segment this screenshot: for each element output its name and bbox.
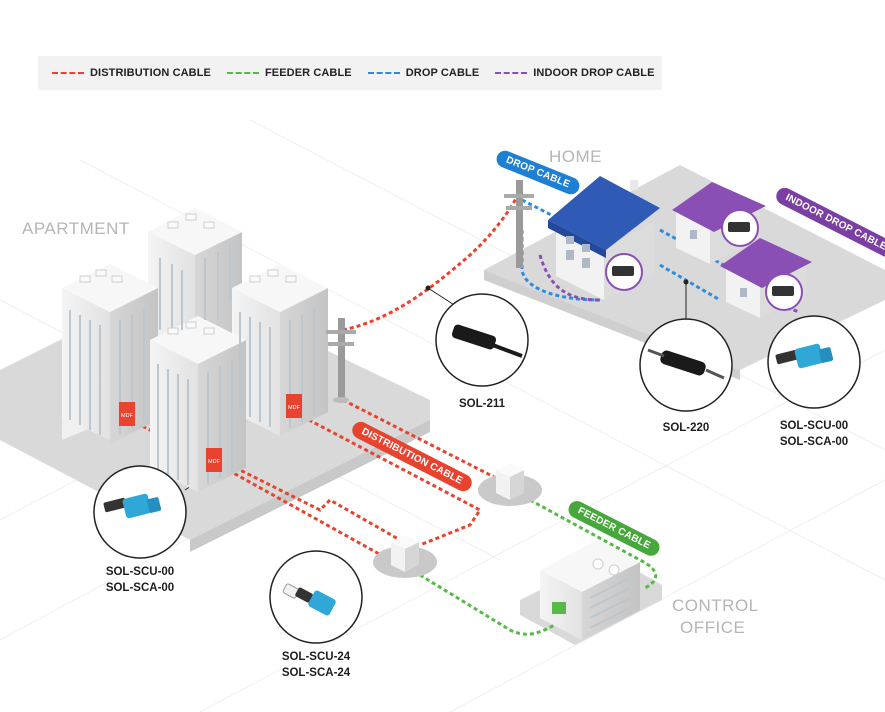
mdf-box-left <box>119 402 135 426</box>
utility-pole-apartment <box>326 318 356 403</box>
distribution-cable-mdf-2 <box>289 408 483 547</box>
legend-item-indoor-drop: INDOOR DROP CABLE <box>495 67 654 79</box>
field-connector-text-1: SOL-SCU-24 <box>281 651 351 663</box>
home-connector-callout <box>767 315 861 409</box>
distribution-cable-pole-to-hub <box>342 398 501 482</box>
product-callouts <box>93 293 861 644</box>
legend-label: INDOOR DROP CABLE <box>533 67 655 79</box>
distribution-hub-2 <box>373 535 437 578</box>
home-connector-text-2: SOL-SCA-00 <box>779 436 849 448</box>
legend-label: FEEDER CABLE <box>264 67 352 79</box>
apartment-connector-text-2: SOL-SCA-00 <box>105 582 175 594</box>
sol-211-label: SOL-211 <box>427 396 537 412</box>
legend-item-distribution: DISTRIBUTION CABLE <box>52 67 211 79</box>
field-connector-callout <box>269 550 363 644</box>
legend-swatch-indoor-drop <box>495 72 528 74</box>
sol-220-text: SOL-220 <box>662 422 710 434</box>
legend-item-feeder: FEEDER CABLE <box>226 67 352 79</box>
distribution-cable-apt-to-hub-1 <box>209 458 391 562</box>
legend-item-drop: DROP CABLE <box>367 67 480 79</box>
legend-swatch-feeder <box>226 72 259 74</box>
apartment-connector-label: SOL-SCU-00 SOL-SCA-00 <box>85 564 195 596</box>
sol-211-callout <box>435 293 529 387</box>
sol-211-text: SOL-211 <box>458 398 506 410</box>
drop-cable-house-to-house-2 <box>659 263 721 302</box>
apartment-connector-callout <box>93 465 187 559</box>
mdf-boxes: MDF MDF MDF <box>119 394 302 472</box>
legend-swatch-drop <box>367 72 400 74</box>
sol-220-callout <box>639 318 733 412</box>
home-connector-text-1: SOL-SCU-00 <box>779 420 849 432</box>
control-office-building <box>540 540 640 640</box>
ont-device-icons <box>605 209 803 311</box>
mdf-box-front <box>206 448 222 472</box>
apartment-area-label: APARTMENT <box>22 219 130 238</box>
svg-text:MDF: MDF <box>288 405 301 411</box>
apartment-connector-text-1: SOL-SCU-00 <box>105 566 175 578</box>
field-connector-text-2: SOL-SCA-24 <box>281 667 351 679</box>
distribution-cable-pole-to-home <box>342 194 520 332</box>
mdf-box-right <box>286 394 302 418</box>
feeder-cables <box>419 498 658 636</box>
sol-220-label: SOL-220 <box>631 420 741 436</box>
cable-legend: DISTRIBUTION CABLE FEEDER CABLE DROP CAB… <box>38 56 662 90</box>
legend-label: DISTRIBUTION CABLE <box>90 67 211 79</box>
indoor-cable-house-1 <box>538 254 601 302</box>
field-connector-label: SOL-SCU-24 SOL-SCA-24 <box>261 649 371 681</box>
home-platform <box>484 165 885 370</box>
distribution-cable-apt-to-hub-2 <box>209 453 401 542</box>
home-connector-label: SOL-SCU-00 SOL-SCA-00 <box>759 418 869 450</box>
svg-text:MDF: MDF <box>121 413 134 419</box>
distribution-hub-1 <box>478 463 542 506</box>
legend-label: DROP CABLE <box>405 67 480 79</box>
utility-pole-home <box>504 180 534 268</box>
drop-cable-pole-to-house-down <box>520 230 601 302</box>
legend-swatch-distribution <box>52 72 84 74</box>
home-area-label: HOME <box>549 147 602 166</box>
control-office-label-line1: CONTROL <box>672 596 759 615</box>
apartment-platform-side <box>190 420 430 552</box>
svg-text:MDF: MDF <box>208 459 221 465</box>
control-office-label-line2: OFFICE <box>680 618 746 637</box>
feeder-cable-hub-to-office <box>419 573 561 636</box>
